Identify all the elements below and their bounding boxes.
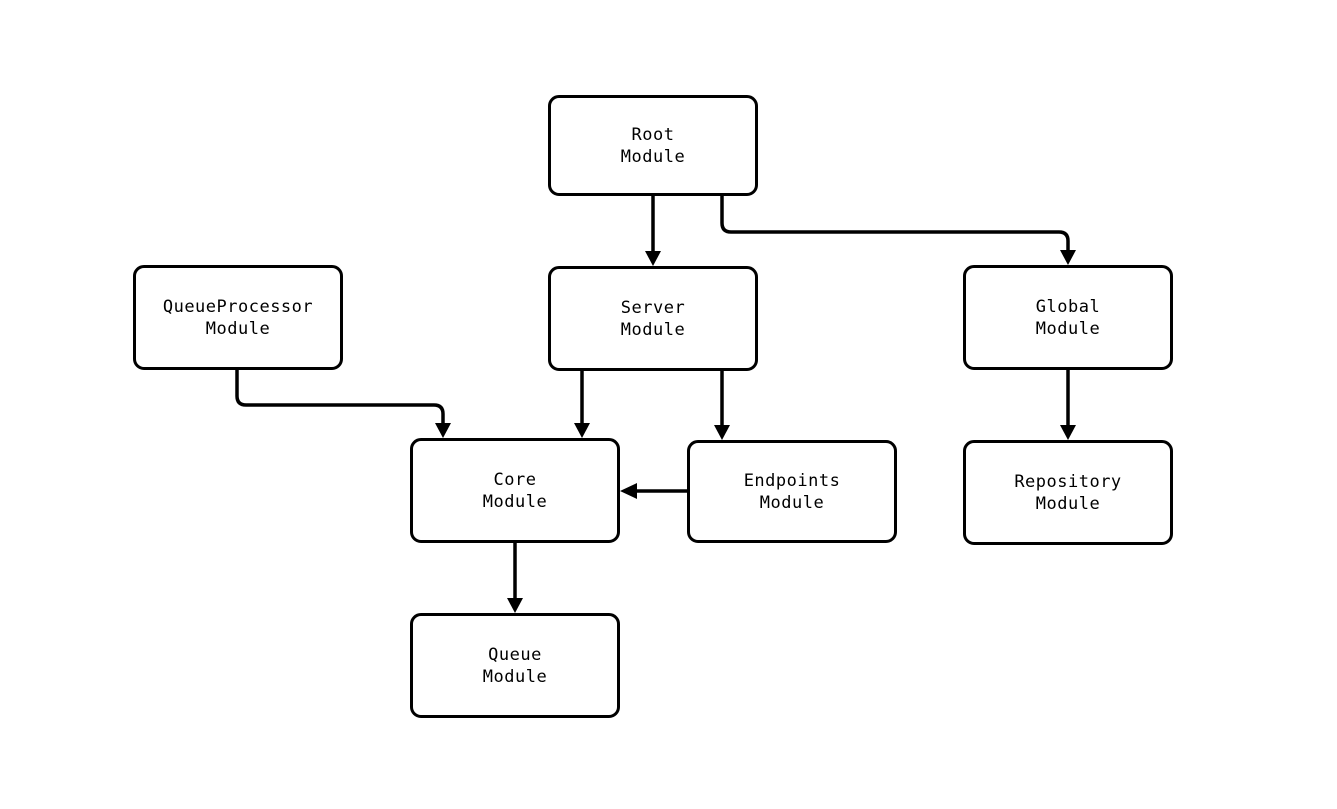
node-repository-module[interactable]: Repository Module [963,440,1173,545]
node-queueprocessor-module[interactable]: QueueProcessor Module [133,265,343,370]
edge-core-queue [507,543,523,613]
node-global-module-line2: Module [1035,318,1101,339]
edge-root-server [645,196,661,266]
node-core-module-line1: Core [493,469,537,490]
edge-root-global [720,196,1076,265]
edge-server-endpoints [714,371,730,440]
node-queue-module-line1: Queue [488,644,542,665]
node-core-module-line2: Module [482,491,548,512]
node-core-module[interactable]: Core Module [410,438,620,543]
node-global-module-line1: Global [1035,296,1101,317]
node-queue-module-line2: Module [482,666,548,687]
edge-queueprocessor-core [235,370,451,438]
node-repository-module-line2: Module [1035,493,1101,514]
node-global-module[interactable]: Global Module [963,265,1173,370]
node-root-module-line1: Root [631,124,675,145]
node-endpoints-module-line2: Module [759,492,825,513]
node-queueprocessor-module-line1: QueueProcessor [162,296,314,317]
node-repository-module-line1: Repository [1014,471,1122,492]
edge-endpoints-core [620,483,687,499]
node-endpoints-module-line1: Endpoints [743,470,841,491]
node-server-module[interactable]: Server Module [548,266,758,371]
node-server-module-line1: Server [620,297,686,318]
node-endpoints-module[interactable]: Endpoints Module [687,440,897,543]
edge-server-core [574,371,590,438]
edge-global-repository [1060,370,1076,440]
node-root-module[interactable]: Root Module [548,95,758,196]
node-root-module-line2: Module [620,146,686,167]
node-server-module-line2: Module [620,319,686,340]
node-queue-module[interactable]: Queue Module [410,613,620,718]
node-queueprocessor-module-line2: Module [205,318,271,339]
